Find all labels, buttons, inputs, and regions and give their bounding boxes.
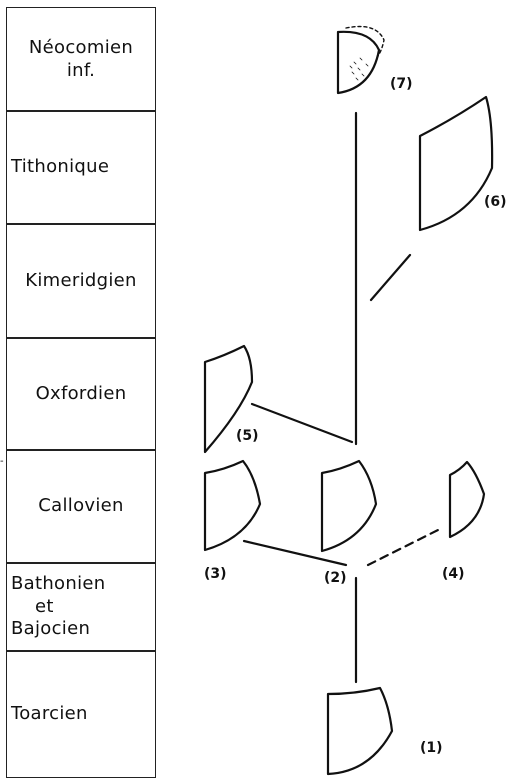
- shell-specimen-1: [326, 686, 394, 776]
- shell-specimen-7: [336, 30, 381, 95]
- stage-label-line: et: [35, 595, 54, 617]
- specimen-label-2: (2): [324, 570, 347, 586]
- stage-label-line: Néocomien: [28, 37, 134, 58]
- stage-tithonique: Tithonique: [6, 110, 156, 225]
- stage-label: Toarcien: [11, 703, 88, 726]
- specimen-label-7: (7): [390, 76, 413, 92]
- shell-specimen-5: [203, 344, 254, 454]
- shell-7-outline-dashed: [345, 25, 385, 57]
- shell-specimen-2: [320, 459, 378, 553]
- stage-callovien: Callovien: [6, 449, 156, 564]
- specimen-label-3: (3): [204, 566, 227, 582]
- branch-line-3: [242, 539, 348, 567]
- specimen-label-4: (4): [442, 566, 465, 582]
- margin-tick-mark: -: [0, 456, 4, 467]
- branch-line-5: [250, 402, 354, 444]
- stage-label: Callovien: [38, 495, 123, 518]
- stage-label: Kimeridgien: [25, 270, 136, 293]
- stage-label: Néocomien inf.: [29, 37, 133, 82]
- stage-oxfordien: Oxfordien: [6, 337, 156, 451]
- stage-label-line: Bathonien: [11, 573, 106, 595]
- shell-specimen-4: [448, 460, 486, 539]
- stage-label-line: Callovien: [38, 495, 124, 517]
- branch-line-6: [369, 253, 412, 302]
- stage-label-line: Toarcien: [11, 702, 88, 724]
- shell-7-stipple: [349, 57, 369, 81]
- stage-label-line: Tithonique: [11, 156, 110, 178]
- stage-label-line: Bajocien: [11, 618, 91, 640]
- specimen-label-5: (5): [236, 428, 259, 444]
- stage-label-line: Kimeridgien: [25, 269, 137, 291]
- stage-neocomien-inf: Néocomien inf.: [6, 7, 156, 112]
- specimen-label-6: (6): [484, 194, 507, 210]
- shell-specimen-6: [418, 95, 494, 232]
- stage-toarcien: Toarcien: [6, 650, 156, 778]
- stage-label: Bathonien et Bajocien: [11, 573, 105, 641]
- specimen-label-1: (1): [420, 740, 443, 756]
- shell-specimen-3: [203, 459, 262, 552]
- stage-label: Tithonique: [11, 156, 109, 179]
- stage-kimeridgien: Kimeridgien: [6, 223, 156, 339]
- stage-label-line: inf.: [66, 59, 96, 81]
- stage-label-line: Oxfordien: [35, 382, 127, 404]
- branch-line-4-dashed: [366, 526, 444, 567]
- stage-bathonien-bajocien: Bathonien et Bajocien: [6, 562, 156, 652]
- stage-label: Oxfordien: [36, 383, 127, 406]
